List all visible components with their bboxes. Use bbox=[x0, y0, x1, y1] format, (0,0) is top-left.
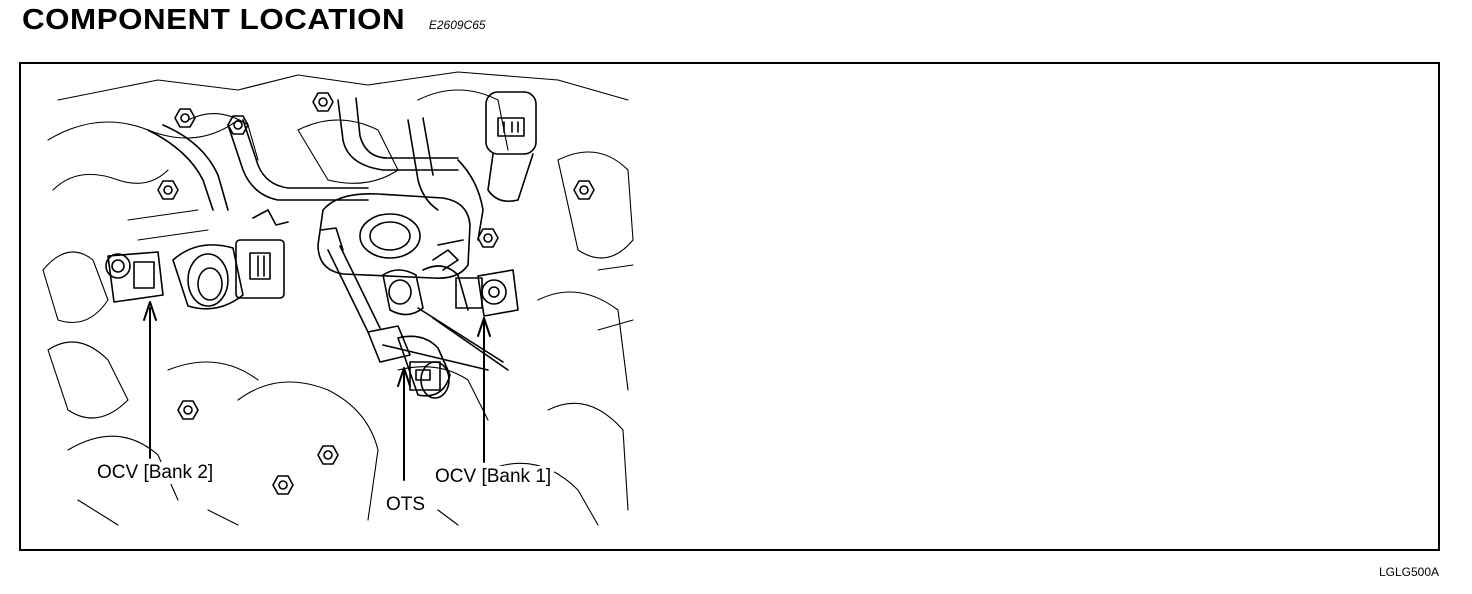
upper-sensor bbox=[485, 91, 537, 203]
pipes bbox=[147, 97, 484, 241]
ots-sensor bbox=[320, 227, 489, 399]
page-heading: COMPONENT LOCATION E2609C65 bbox=[22, 4, 486, 37]
label-ocv-bank1: OCV [Bank 1] bbox=[432, 466, 555, 488]
label-ots: OTS bbox=[383, 494, 429, 516]
engine-background bbox=[42, 71, 634, 526]
figure-id: LGLG500A bbox=[1378, 565, 1439, 579]
label-ocv-bank2: OCV [Bank 2] bbox=[94, 462, 217, 484]
leader-arrows bbox=[143, 301, 491, 481]
ocv-bank2-valve bbox=[105, 209, 289, 310]
center-flange bbox=[317, 193, 471, 280]
document-code: E2609C65 bbox=[428, 18, 486, 32]
figure-frame bbox=[19, 62, 1440, 551]
page-title: COMPONENT LOCATION bbox=[22, 4, 406, 36]
engine-illustration bbox=[38, 70, 638, 530]
bolts bbox=[157, 92, 595, 495]
ocv-bank1-valve bbox=[382, 239, 519, 371]
